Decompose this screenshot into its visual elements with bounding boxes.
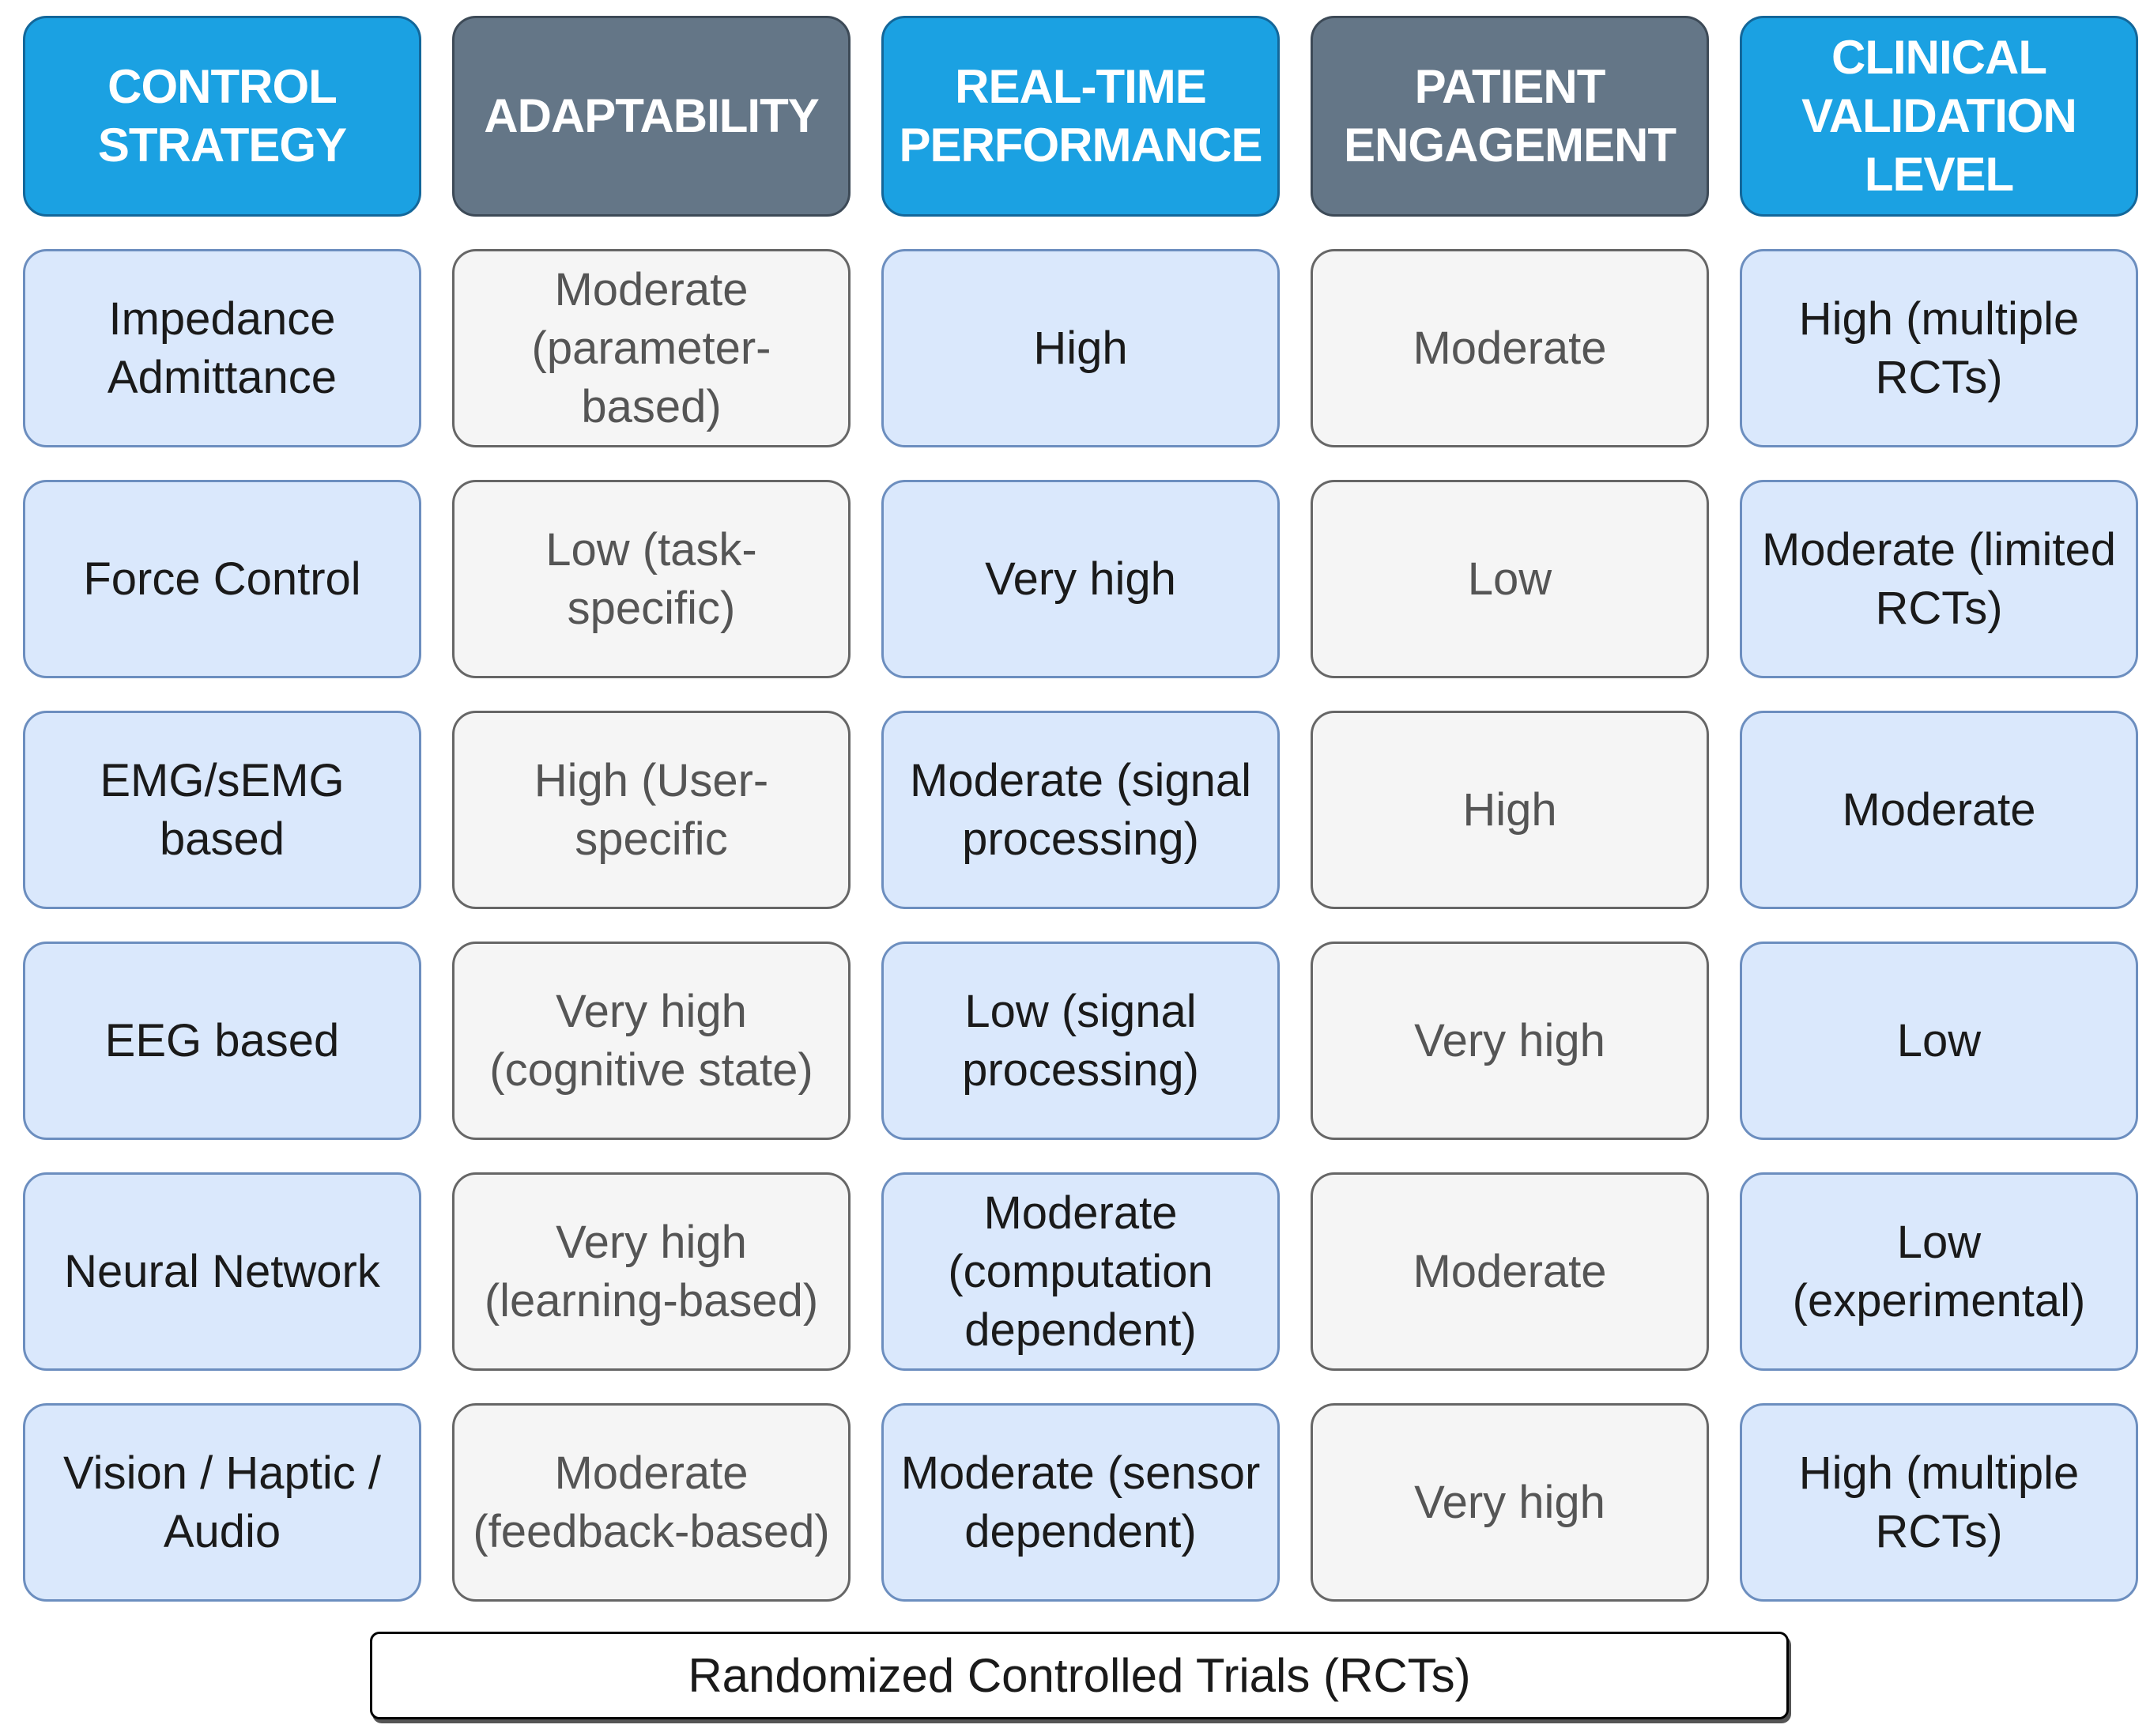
- cell-adaptability: Very high (cognitive state): [452, 942, 851, 1140]
- cell-real-time-performance: Low (signal processing): [881, 942, 1280, 1140]
- cell-real-time-performance: Moderate (computation dependent): [881, 1172, 1280, 1371]
- cell-clinical-validation: Moderate (limited RCTs): [1740, 480, 2138, 678]
- cell-strategy: Force Control: [23, 480, 421, 678]
- footer-note: Randomized Controlled Trials (RCTs): [370, 1632, 1789, 1719]
- cell-strategy: EMG/sEMG based: [23, 711, 421, 909]
- cell-clinical-validation: Low (experimental): [1740, 1172, 2138, 1371]
- cell-adaptability: High (User- specific: [452, 711, 851, 909]
- cell-patient-engagement: Moderate: [1311, 249, 1709, 447]
- header-real-time-performance: REAL-TIME PERFORMANCE: [881, 16, 1280, 217]
- cell-adaptability: Very high (learning-based): [452, 1172, 851, 1371]
- header-clinical-validation-level: CLINICAL VALIDATION LEVEL: [1740, 16, 2138, 217]
- cell-real-time-performance: High: [881, 249, 1280, 447]
- cell-patient-engagement: Very high: [1311, 1403, 1709, 1602]
- cell-patient-engagement: Very high: [1311, 942, 1709, 1140]
- cell-clinical-validation: Low: [1740, 942, 2138, 1140]
- cell-adaptability: Moderate (parameter- based): [452, 249, 851, 447]
- cell-real-time-performance: Very high: [881, 480, 1280, 678]
- cell-adaptability: Moderate (feedback-based): [452, 1403, 851, 1602]
- cell-patient-engagement: High: [1311, 711, 1709, 909]
- cell-adaptability: Low (task- specific): [452, 480, 851, 678]
- comparison-table: CONTROL STRATEGY ADAPTABILITY REAL-TIME …: [23, 16, 2138, 1602]
- header-patient-engagement: PATIENT ENGAGEMENT: [1311, 16, 1709, 217]
- cell-strategy: Neural Network: [23, 1172, 421, 1371]
- cell-strategy: Vision / Haptic / Audio: [23, 1403, 421, 1602]
- cell-real-time-performance: Moderate (signal processing): [881, 711, 1280, 909]
- header-control-strategy: CONTROL STRATEGY: [23, 16, 421, 217]
- cell-real-time-performance: Moderate (sensor dependent): [881, 1403, 1280, 1602]
- header-adaptability: ADAPTABILITY: [452, 16, 851, 217]
- cell-clinical-validation: Moderate: [1740, 711, 2138, 909]
- cell-clinical-validation: High (multiple RCTs): [1740, 1403, 2138, 1602]
- cell-patient-engagement: Low: [1311, 480, 1709, 678]
- cell-clinical-validation: High (multiple RCTs): [1740, 249, 2138, 447]
- cell-strategy: EEG based: [23, 942, 421, 1140]
- cell-strategy: Impedance Admittance: [23, 249, 421, 447]
- cell-patient-engagement: Moderate: [1311, 1172, 1709, 1371]
